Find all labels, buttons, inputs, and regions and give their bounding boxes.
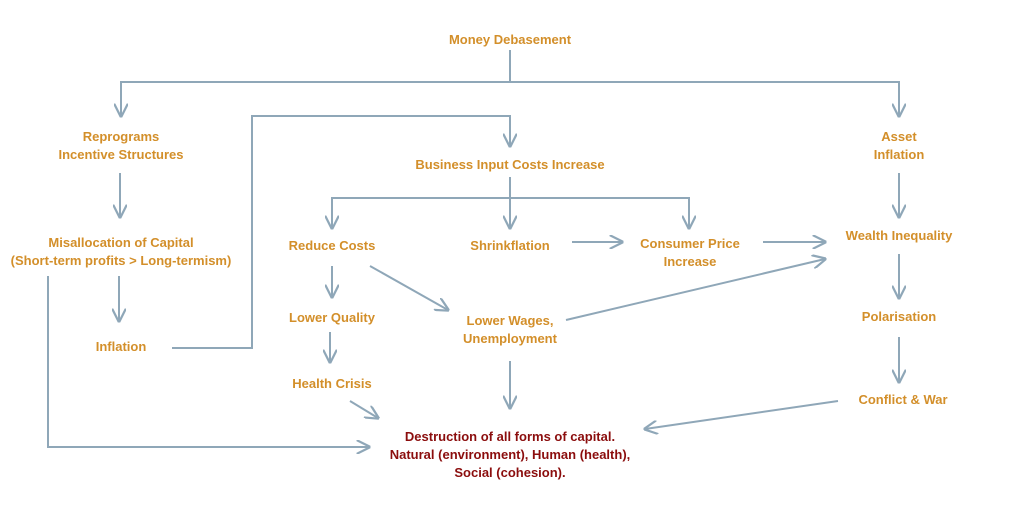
edge-inflation-to-business [172,115,510,349]
node-label: Incentive Structures [58,147,184,162]
node-label: Inflation [95,339,147,354]
edge-money-to-reprograms [121,81,510,116]
node-asset-inflation: Asset Inflation [874,128,925,164]
node-label: Health Crisis [292,376,372,391]
edge-business-to-reduce-costs [332,197,510,228]
node-money-debasement: Money Debasement [449,31,571,49]
node-health-crisis: Health Crisis [292,375,371,393]
node-destruction-of-capital: Destruction of all forms of capital. Nat… [390,428,631,482]
node-reprograms-incentive-structures: Reprograms Incentive Structures [59,128,184,164]
node-label: Money Debasement [448,32,572,47]
node-business-input-costs: Business Input Costs Increase [415,156,604,174]
node-label: Shrinkflation [470,238,550,253]
node-label: Increase [663,254,717,269]
edge-misallocation-to-destruction [47,276,369,447]
node-polarisation: Polarisation [862,308,936,326]
node-label: Unemployment [463,331,557,346]
node-consumer-price-increase: Consumer Price Increase [640,235,740,271]
edge-conflict-to-destruction [645,400,839,429]
edge-money-to-asset [510,81,899,116]
node-label: Business Input Costs Increase [415,157,605,172]
node-label: Lower Quality [289,310,375,325]
node-label: Wealth Inequality [845,228,953,243]
node-label: Conflict & War [858,392,948,407]
node-label: Consumer Price [640,236,740,251]
node-shrinkflation: Shrinkflation [470,237,549,255]
node-lower-quality: Lower Quality [289,309,375,327]
node-label: Natural (environment), Human (health), [389,447,631,462]
node-label: Lower Wages, [466,313,554,328]
node-reduce-costs: Reduce Costs [289,237,376,255]
node-conflict-and-war: Conflict & War [858,391,947,409]
node-label: Misallocation of Capital [48,235,194,250]
node-label: Asset [881,129,917,144]
node-lower-wages-unemployment: Lower Wages, Unemployment [463,312,557,348]
edge-reduce-costs-to-lower-wages [369,265,448,310]
node-label: Social (cohesion). [454,465,566,480]
node-inflation: Inflation [96,338,147,356]
node-label: Reprograms [82,129,160,144]
node-misallocation-of-capital: Misallocation of Capital (Short-term pro… [11,234,232,270]
node-wealth-inequality: Wealth Inequality [846,227,953,245]
node-label: Inflation [873,147,925,162]
edge-health-to-destruction [349,400,378,418]
node-label: Polarisation [861,309,937,324]
edge-business-to-consumer-price [510,197,689,228]
node-label: Reduce Costs [288,238,376,253]
node-label: Destruction of all forms of capital. [404,429,616,444]
node-label: (Short-term profits > Long-termism) [10,253,232,268]
edge-lower-wages-to-wealth [565,259,825,321]
